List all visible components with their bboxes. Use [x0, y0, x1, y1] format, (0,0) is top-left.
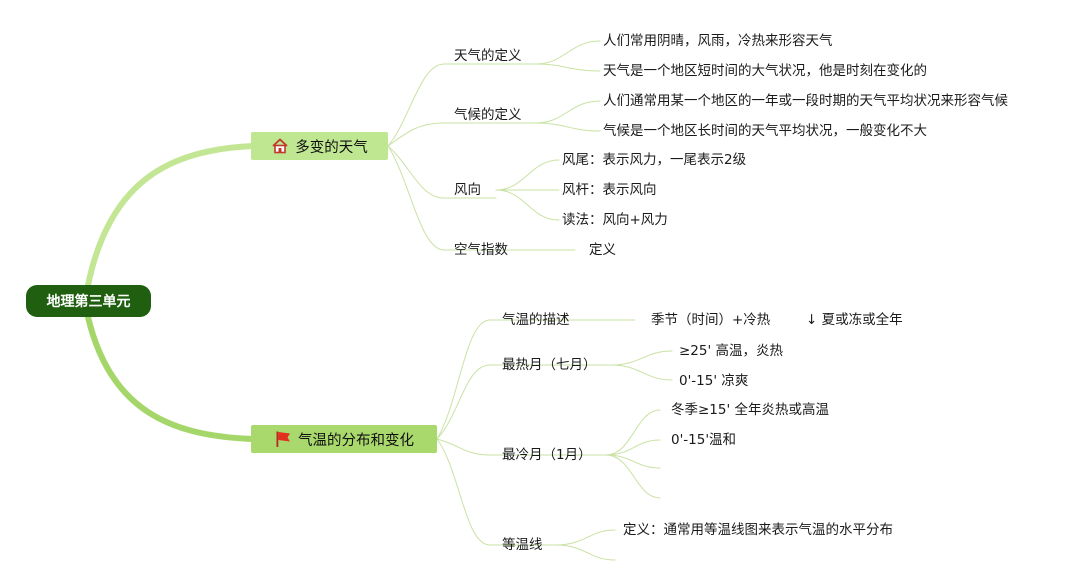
link-wind-item1 [495, 159, 560, 191]
climate-def-item[interactable]: 气候是一个地区长时间的天气平均状况，一般变化不大 [603, 123, 927, 139]
desc-note[interactable]: ↓ 夏或冻或全年 [806, 312, 903, 328]
aqi-item[interactable]: 定义 [589, 242, 616, 258]
link-b2-coldest [436, 438, 607, 456]
temperature-description-node[interactable]: 气温的描述 [502, 312, 570, 328]
hottest-item[interactable]: 0'-15' 凉爽 [679, 373, 749, 389]
climate-definition-node[interactable]: 气候的定义 [454, 107, 522, 123]
link-climate-item1 [535, 100, 601, 124]
weather-def-item[interactable]: 天气是一个地区短时间的大气状况，他是时刻在变化的 [603, 63, 927, 79]
weather-def-item[interactable]: 人们常用阴晴，风雨，冷热来形容天气 [603, 33, 833, 49]
link-cold-empty2 [605, 454, 661, 499]
isotherm-item[interactable]: 定义：通常用等温线图来表示气温的水平分布 [623, 522, 893, 538]
coldest-item[interactable]: 0'-15'温和 [671, 432, 737, 448]
red-flag-icon [276, 431, 290, 447]
coldest-month-node[interactable]: 最冷月（1月） [502, 447, 592, 463]
link-weather-item1 [535, 40, 601, 65]
link-cold-item1 [605, 409, 661, 456]
wind-item[interactable]: 风尾：表示风力，一尾表示2级 [562, 152, 747, 168]
link-iso-item1 [555, 529, 616, 546]
house-icon [272, 138, 288, 154]
branch1-label: 多变的天气 [295, 139, 368, 156]
link-hot-item2 [611, 364, 673, 381]
link-b1-aqi [387, 145, 521, 251]
link-b2-isotherm [436, 438, 557, 546]
branch-changeable-weather[interactable]: 多变的天气 [251, 132, 388, 160]
desc-item[interactable]: 季节（时间）+冷热 [651, 312, 771, 328]
branch2-label: 气温的分布和变化 [298, 432, 414, 449]
link-hot-item1 [611, 350, 673, 366]
link-b1-weather-def [387, 63, 537, 147]
root-node[interactable]: 地理第三单元 [26, 285, 151, 317]
root-to-branch2-link [85, 314, 256, 442]
link-iso-empty [555, 544, 616, 561]
root-to-branch1-link [85, 143, 256, 288]
climate-def-item[interactable]: 人们通常用某一个地区的一年或一段时期的天气平均状况来形容气候 [603, 93, 1008, 109]
link-b2-hottest [436, 364, 613, 440]
wind-direction-node[interactable]: 风向 [454, 182, 481, 198]
coldest-item[interactable]: 冬季≥15' 全年炎热或高温 [671, 402, 829, 418]
weather-definition-node[interactable]: 天气的定义 [454, 48, 522, 64]
branch-temperature-distribution[interactable]: 气温的分布和变化 [251, 425, 437, 453]
link-b1-wind [387, 145, 497, 199]
hottest-month-node[interactable]: 最热月（七月） [502, 357, 597, 373]
hottest-item[interactable]: ≥25' 高温，炎热 [679, 343, 783, 359]
link-b1-climate-def [387, 122, 537, 147]
link-cold-item2 [605, 439, 661, 456]
link-b2-desc [436, 319, 586, 440]
root-label: 地理第三单元 [46, 294, 131, 310]
wind-item[interactable]: 风杆：表示风向 [562, 182, 657, 198]
link-wind-item3 [495, 189, 560, 221]
link-weather-item2 [535, 63, 601, 72]
air-quality-index-node[interactable]: 空气指数 [454, 242, 508, 258]
wind-item[interactable]: 读法：风向+风力 [562, 212, 668, 228]
isotherm-node[interactable]: 等温线 [502, 537, 543, 553]
link-climate-item2 [535, 122, 601, 132]
